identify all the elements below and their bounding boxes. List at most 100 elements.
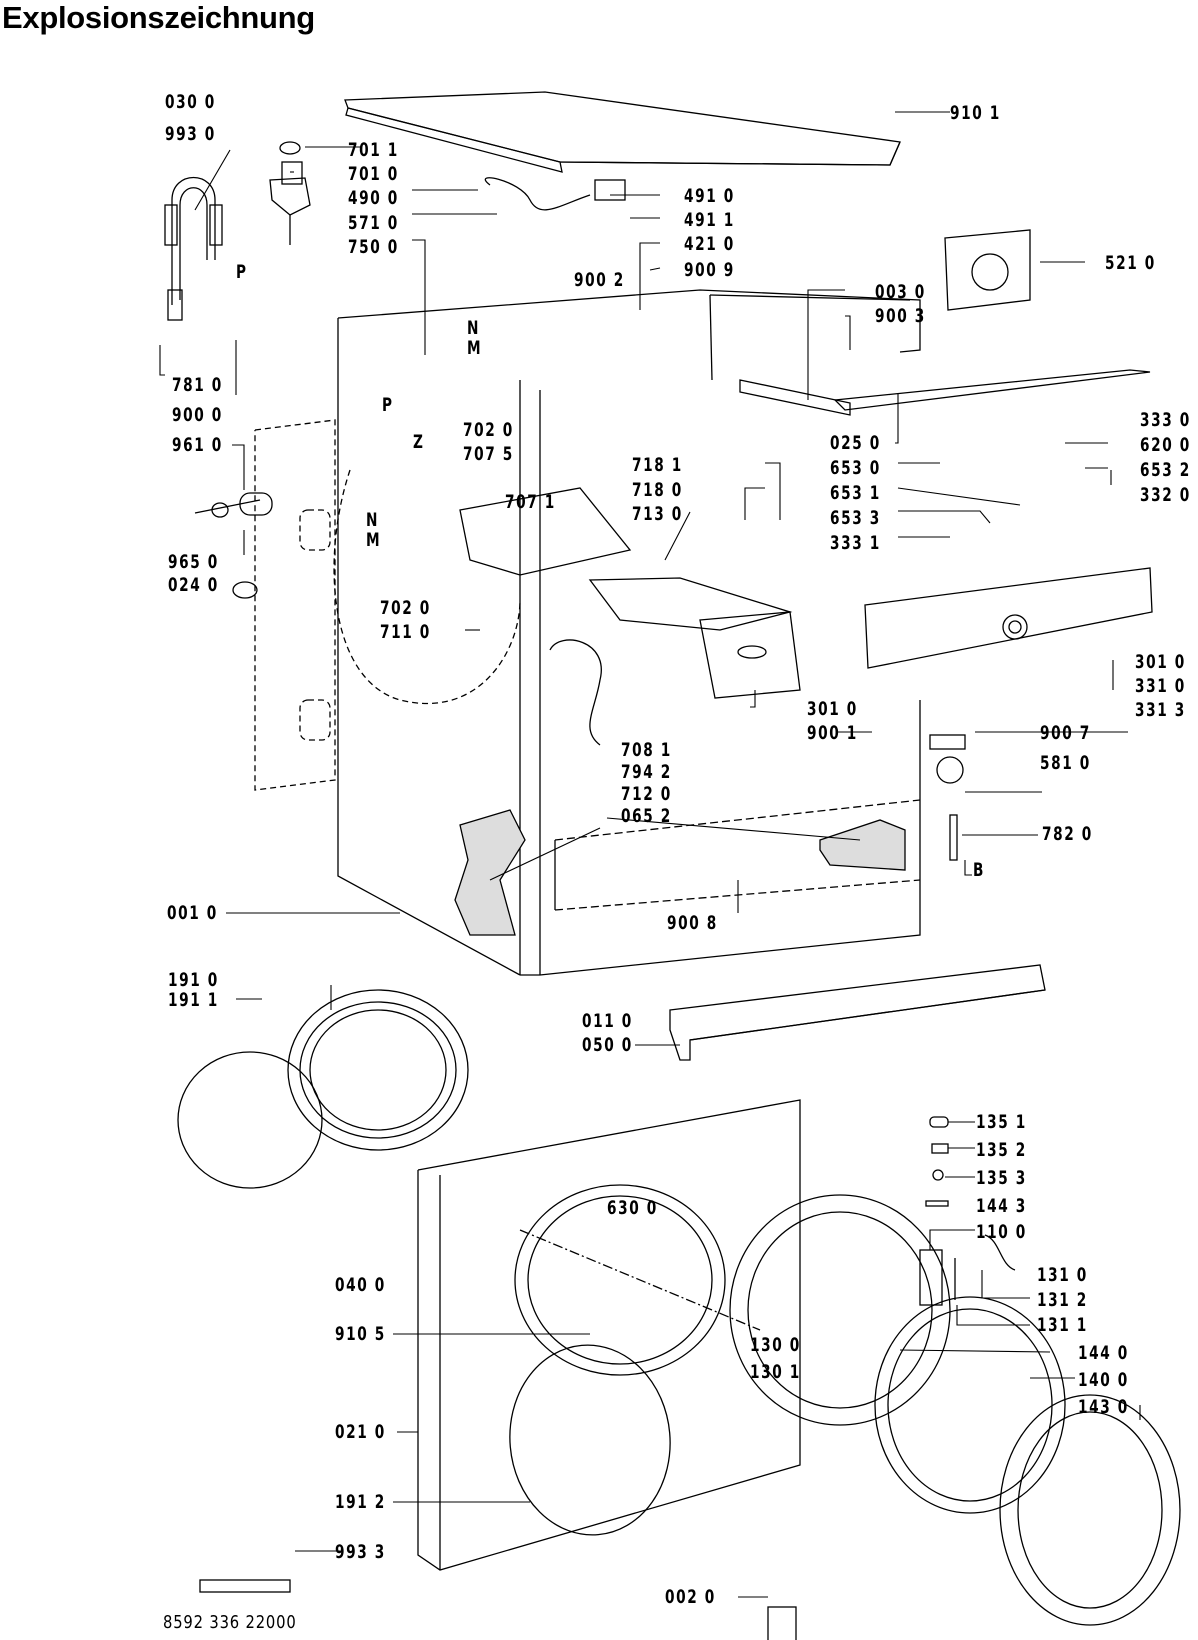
part-label: 331 0 — [1135, 675, 1186, 697]
control-panel-part — [864, 567, 1153, 669]
part-label: 021 0 — [335, 1421, 386, 1443]
connection-marker-n: N — [467, 317, 481, 339]
part-label: 701 1 — [348, 139, 399, 161]
part-label: 620 0 — [1140, 434, 1191, 456]
page-title: Explosionszeichnung — [2, 0, 315, 35]
part-label: 130 0 — [750, 1334, 801, 1356]
part-label: 191 2 — [335, 1491, 386, 1513]
connection-marker-p: P — [382, 394, 394, 416]
top-cover-part — [344, 91, 901, 173]
part-label: 701 0 — [348, 163, 399, 185]
door-switch-part — [594, 179, 626, 201]
part-label: 713 0 — [632, 503, 683, 525]
part-label: 025 0 — [830, 432, 881, 454]
plinth-part — [669, 964, 1046, 1061]
side-panel-outline — [254, 419, 521, 791]
leader-lines — [159, 111, 1141, 1598]
part-label: 301 0 — [1135, 651, 1186, 673]
screw-parts — [199, 1116, 949, 1640]
part-label: 653 0 — [830, 457, 881, 479]
part-label: 702 0 — [463, 419, 514, 441]
part-label: 581 0 — [1040, 752, 1091, 774]
part-label: 333 0 — [1140, 409, 1191, 431]
part-label: 653 2 — [1140, 459, 1191, 481]
part-label: 900 1 — [807, 722, 858, 744]
connection-marker-z: Z — [413, 431, 425, 453]
part-label: 333 1 — [830, 532, 881, 554]
cable-part — [484, 177, 591, 211]
part-label: 782 0 — [1042, 823, 1093, 845]
part-label: 630 0 — [607, 1197, 658, 1219]
part-label: 961 0 — [172, 434, 223, 456]
connection-marker-b: B — [973, 859, 986, 881]
part-label: 143 0 — [1078, 1396, 1129, 1418]
part-label: 130 1 — [750, 1361, 801, 1383]
part-label: 331 3 — [1135, 699, 1186, 721]
part-label: 491 1 — [684, 209, 735, 231]
part-label: 900 9 — [684, 259, 735, 281]
cabinet-body-part — [337, 289, 921, 976]
part-label: 030 0 — [165, 91, 216, 113]
door-outer-ring-part — [999, 1394, 1181, 1626]
part-label: 301 0 — [807, 698, 858, 720]
part-label: 781 0 — [172, 374, 223, 396]
part-label: 140 0 — [1078, 1369, 1129, 1391]
part-label: 421 0 — [684, 233, 735, 255]
connection-marker-m: M — [467, 337, 483, 359]
connection-marker-m: M — [366, 529, 382, 551]
part-label: 332 0 — [1140, 484, 1191, 506]
control-frame-part — [944, 229, 1031, 311]
part-label: 011 0 — [582, 1010, 633, 1032]
part-label: 040 0 — [335, 1274, 386, 1296]
part-label: 002 0 — [665, 1586, 716, 1608]
part-label: 708 1 — [621, 739, 672, 761]
pump-filter-part — [194, 492, 273, 599]
part-label: 135 3 — [976, 1167, 1027, 1189]
part-label: 131 1 — [1037, 1314, 1088, 1336]
part-label: 718 0 — [632, 479, 683, 501]
detergent-drawer-part — [459, 487, 801, 746]
part-label: 900 7 — [1040, 722, 1091, 744]
part-label: 131 0 — [1037, 1264, 1088, 1286]
part-label: 191 1 — [168, 989, 219, 1011]
part-label: 750 0 — [348, 236, 399, 258]
part-label: 965 0 — [168, 551, 219, 573]
door-seal-part — [177, 989, 469, 1189]
part-label: 707 1 — [505, 491, 556, 513]
part-label: 135 1 — [976, 1111, 1027, 1133]
connection-marker-p: P — [236, 261, 248, 283]
part-label: 900 2 — [574, 269, 625, 291]
part-label: 910 1 — [950, 102, 1001, 124]
connection-marker-n: N — [366, 509, 380, 531]
part-label: 191 0 — [168, 969, 219, 991]
part-label: 794 2 — [621, 761, 672, 783]
part-label: 900 0 — [172, 404, 223, 426]
part-label: 024 0 — [168, 574, 219, 596]
part-label: 110 0 — [976, 1221, 1027, 1243]
part-label: 571 0 — [348, 212, 399, 234]
part-label: 653 3 — [830, 507, 881, 529]
part-label: 993 3 — [335, 1541, 386, 1563]
part-label: 065 2 — [621, 805, 672, 827]
part-label: 900 8 — [667, 912, 718, 934]
pressure-switch-part — [929, 734, 966, 861]
part-label: 131 2 — [1037, 1289, 1088, 1311]
part-label: 521 0 — [1105, 252, 1156, 274]
part-label: 707 5 — [463, 443, 514, 465]
part-label: 702 0 — [380, 597, 431, 619]
front-panel-part — [417, 1099, 801, 1571]
part-label: 718 1 — [632, 454, 683, 476]
part-label: 001 0 — [167, 902, 218, 924]
part-label: 653 1 — [830, 482, 881, 504]
part-label: 910 5 — [335, 1323, 386, 1345]
part-label: 712 0 — [621, 783, 672, 805]
part-label: 003 0 — [875, 281, 926, 303]
part-label: 144 0 — [1078, 1342, 1129, 1364]
inlet-hose-part — [164, 177, 223, 321]
door-handle-part — [919, 1234, 1016, 1306]
part-label: 900 3 — [875, 305, 926, 327]
part-label: 135 2 — [976, 1139, 1027, 1161]
top-rail-parts — [739, 369, 1151, 416]
part-label: 993 0 — [165, 123, 216, 145]
